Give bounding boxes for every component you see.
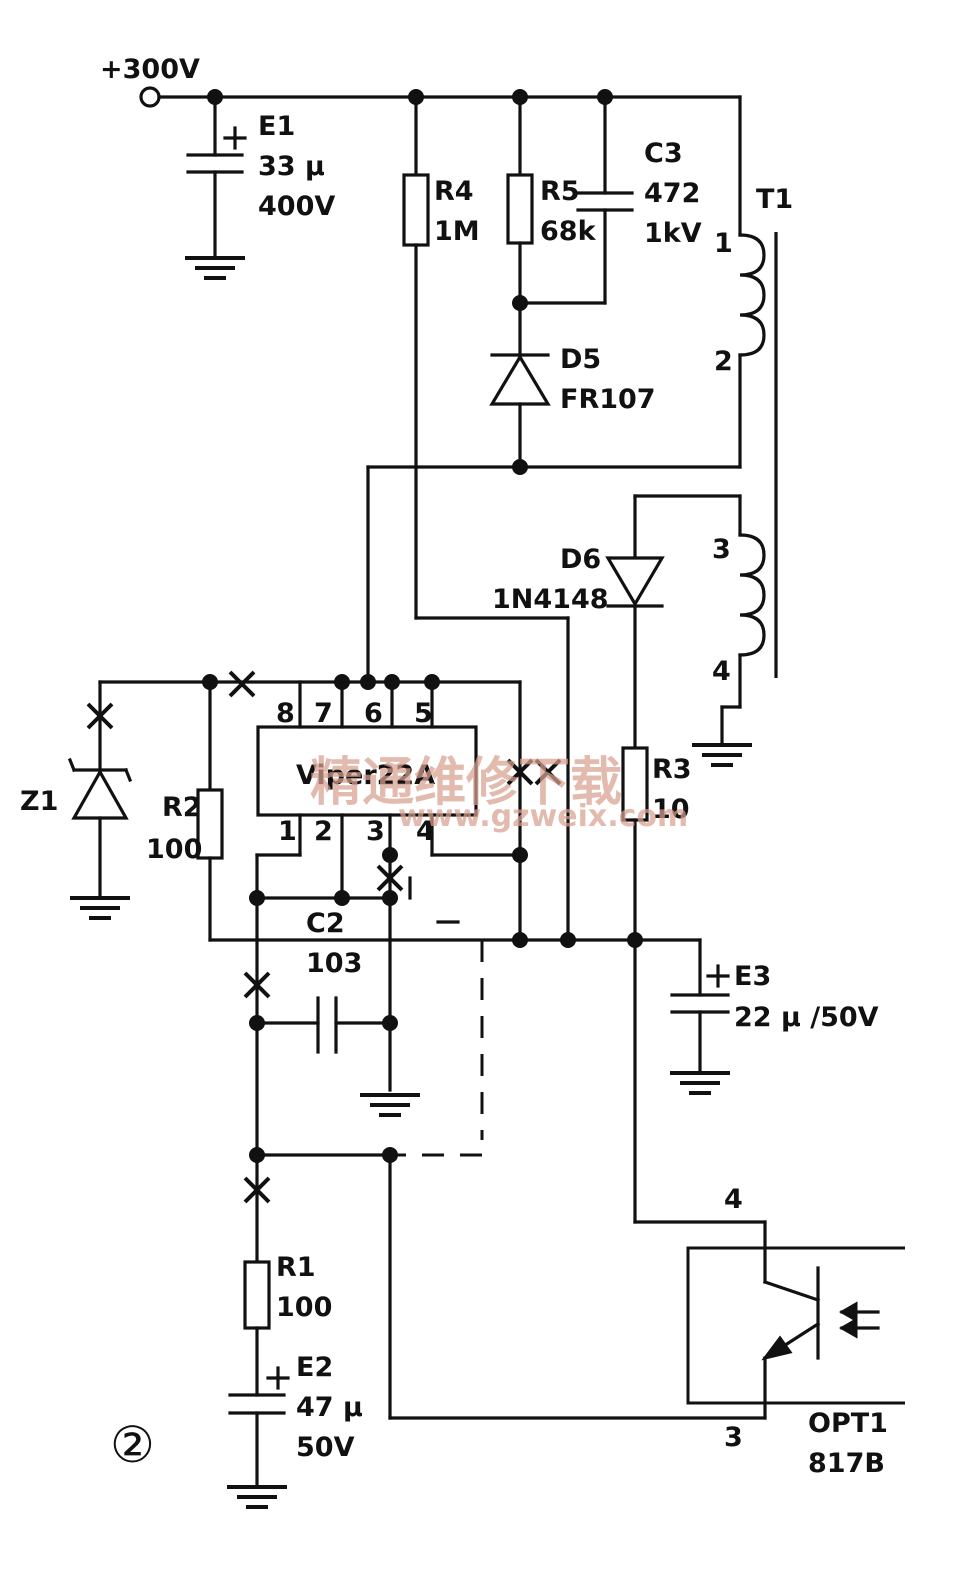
e2-ref: E2 — [296, 1352, 333, 1383]
figure-number: ② — [110, 1416, 155, 1474]
ic-name: Viper22A — [296, 760, 435, 791]
e2-voltage: 50V — [296, 1432, 355, 1463]
ic-viper22a — [256, 725, 478, 817]
r5-ref: R5 — [540, 176, 580, 207]
ic-pin5: 5 — [414, 698, 433, 729]
r3-value: 10 — [652, 794, 690, 825]
opt1-pin4: 4 — [724, 1184, 743, 1215]
d5-diode — [489, 301, 551, 469]
opt1-part: 817B — [808, 1448, 885, 1479]
r2-resistor — [196, 680, 702, 942]
z1-ref: Z1 — [20, 786, 58, 817]
junction-dots — [202, 89, 643, 1163]
e3-capacitor — [668, 938, 732, 1095]
r2-value: 100 — [146, 834, 202, 865]
r1-resistor — [243, 1158, 271, 1397]
d5-ref: D5 — [560, 344, 601, 375]
zener-diode-icon — [67, 680, 212, 920]
ic-pin7: 7 — [314, 698, 333, 729]
ic-pin3: 3 — [366, 816, 385, 847]
transformer-icon — [633, 95, 778, 767]
d6-diode — [605, 494, 665, 750]
e3-ref: E3 — [734, 961, 771, 992]
watermark-cn: 精通维修下载 — [310, 753, 622, 813]
e1-ref: E1 — [258, 111, 295, 142]
e2-capacitor — [225, 1366, 290, 1509]
r1-ref: R1 — [276, 1252, 316, 1283]
r4-resistor — [402, 95, 570, 942]
c2-value: 103 — [306, 948, 362, 979]
r4-value: 1M — [434, 216, 480, 247]
c3-ref: C3 — [644, 138, 683, 169]
t1-pin4: 4 — [712, 656, 731, 687]
c3-voltage: 1kV — [644, 218, 702, 249]
c3-value: 472 — [644, 178, 700, 209]
r4-ref: R4 — [434, 176, 474, 207]
r3-resistor — [621, 746, 649, 942]
phototransistor-icon — [686, 1220, 925, 1420]
r5-resistor — [506, 95, 534, 305]
e3-value: 22 μ /50V — [734, 1002, 879, 1033]
supply-terminal — [139, 86, 161, 108]
c2-ref: C2 — [306, 908, 345, 939]
watermark-url: www.gzweix.com — [398, 799, 688, 834]
ic-pin1: 1 — [278, 816, 297, 847]
t1-pin2: 2 — [714, 346, 733, 377]
d6-ref: D6 — [560, 544, 601, 575]
ic-pin2: 2 — [314, 816, 333, 847]
t1-pin1: 1 — [714, 228, 733, 259]
ic-pin4: 4 — [416, 816, 435, 847]
e1-capacitor — [183, 95, 247, 280]
d5-part: FR107 — [560, 384, 656, 415]
r5-value: 68k — [540, 216, 597, 247]
ic-pin8: 8 — [276, 698, 295, 729]
e1-voltage: 400V — [258, 191, 335, 222]
c2-capacitor — [255, 996, 422, 1117]
opt1-pin3: 3 — [724, 1422, 743, 1453]
r3-ref: R3 — [652, 754, 692, 785]
e2-value: 47 μ — [296, 1392, 363, 1423]
e1-value: 33 μ — [258, 151, 325, 182]
supply-label: +300V — [100, 54, 200, 85]
d6-part: 1N4148 — [492, 584, 609, 615]
r1-value: 100 — [276, 1292, 332, 1323]
c3-capacitor — [518, 95, 634, 305]
opt1-ref: OPT1 — [808, 1408, 888, 1439]
r2-ref: R2 — [162, 792, 202, 823]
ic-pin6: 6 — [364, 698, 383, 729]
t1-ref: T1 — [756, 184, 793, 215]
t1-pin3: 3 — [712, 534, 731, 565]
